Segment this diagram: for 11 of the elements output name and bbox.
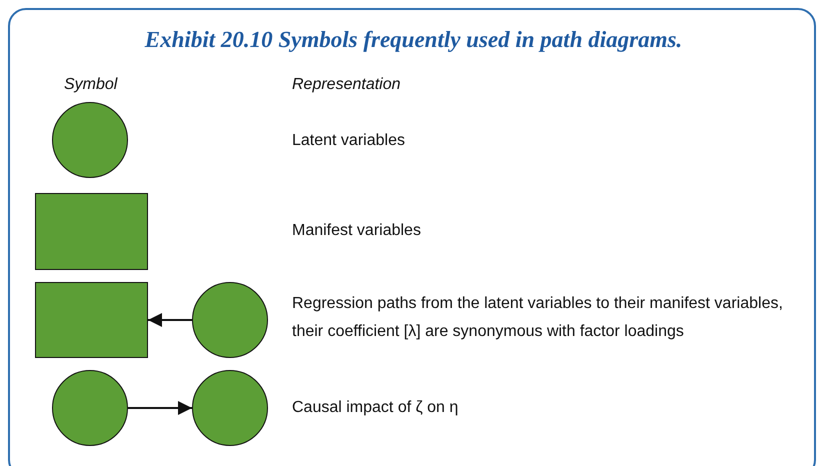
description-text: Manifest variables <box>292 221 421 241</box>
description-text: Causal impact of ζ on η <box>292 398 458 418</box>
diagram-title: Exhibit 20.10 Symbols frequently used in path diagrams. <box>144 27 684 53</box>
rectangle-symbol <box>35 193 148 270</box>
description-text: Regression paths from the latent variables to their manifest variables, their coefficient [λ] are synonymous with factor loadings <box>292 294 784 342</box>
rectangle-symbol <box>35 282 148 358</box>
arrow <box>148 313 192 327</box>
arrow <box>128 401 192 415</box>
description-text: Latent variables <box>292 131 405 151</box>
column-header: Symbol <box>64 75 118 95</box>
column-header: Representation <box>292 75 401 95</box>
